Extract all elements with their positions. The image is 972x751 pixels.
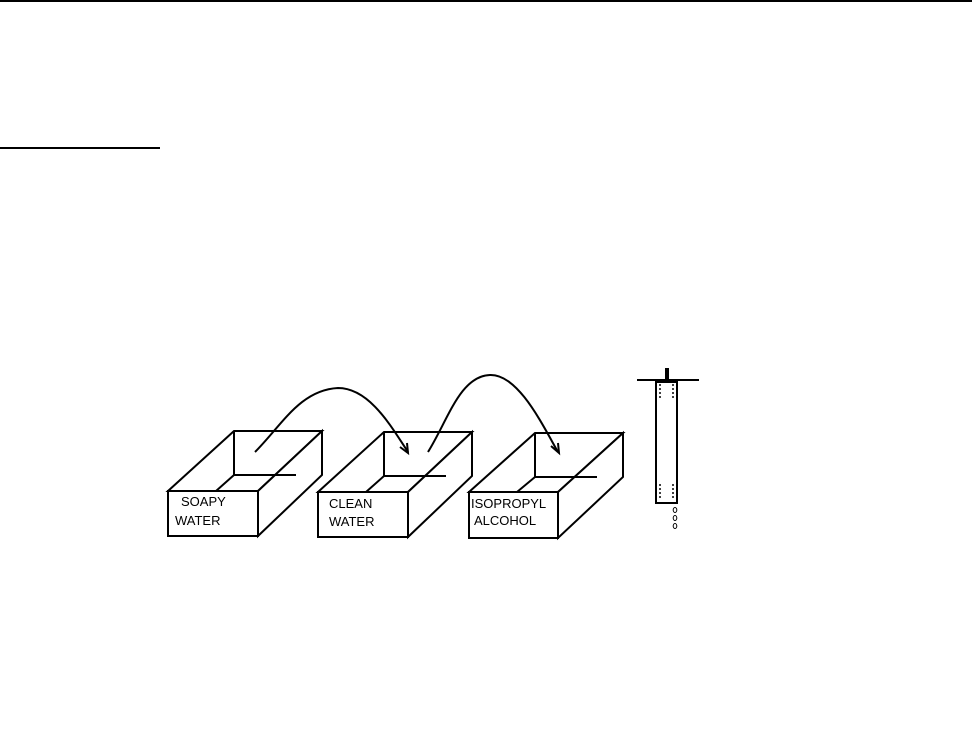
hanging-component-icon xyxy=(637,368,699,529)
tank-soapy-water: SOAPY WATER xyxy=(168,431,322,536)
tank-label-line2: ALCOHOL xyxy=(474,513,536,528)
tank-label-line2: WATER xyxy=(175,513,221,528)
tank-clean-water: CLEAN WATER xyxy=(318,432,472,537)
tank-label-line1: ISOPROPYL xyxy=(471,496,546,511)
tank-isopropyl-alcohol: ISOPROPYL ALCOHOL xyxy=(469,433,623,538)
tank-label-line2: WATER xyxy=(329,514,375,529)
tank-label-line1: SOAPY xyxy=(181,494,226,509)
tank-label-line1: CLEAN xyxy=(329,496,372,511)
